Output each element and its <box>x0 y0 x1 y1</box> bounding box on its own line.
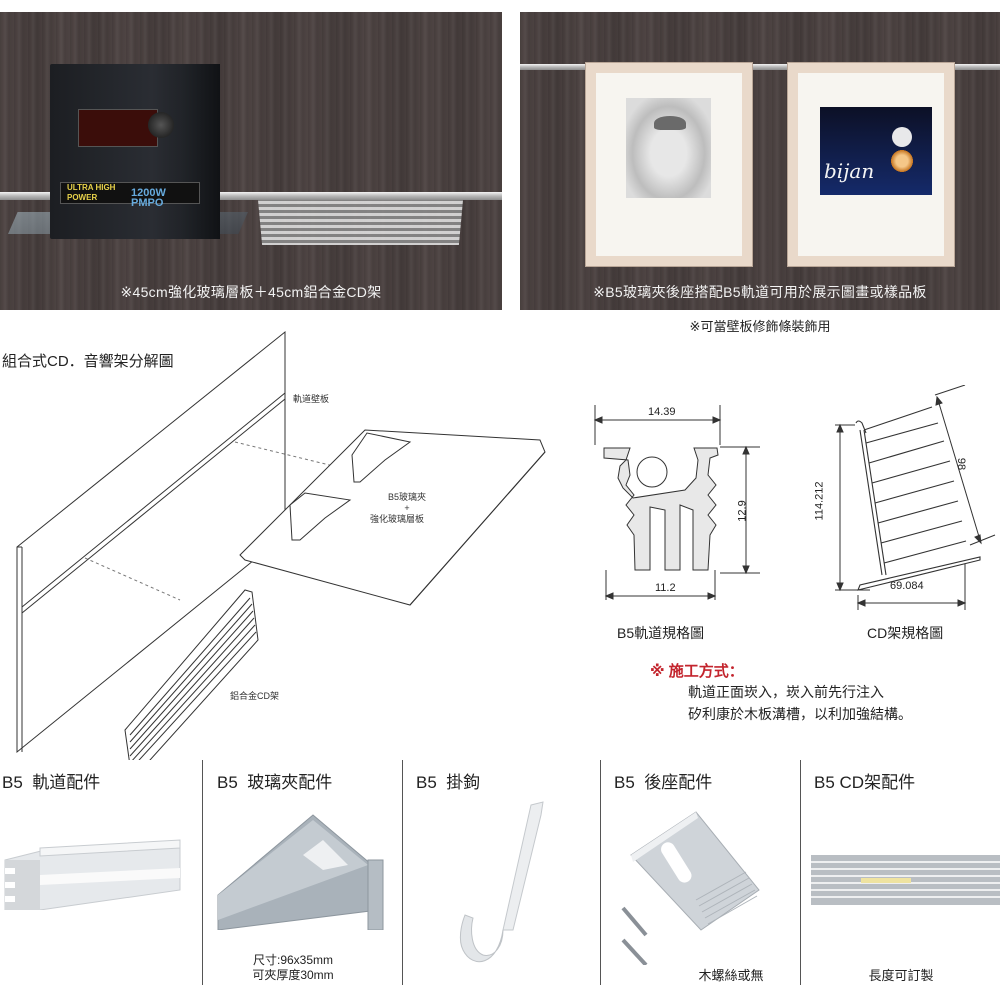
parts-row: B5 軌道配件 B5 玻璃夾配件 尺寸:96x35mm 可夾厚度30mm B5 … <box>0 760 1000 1000</box>
label-glass-clip: B5玻璃夾 + <box>387 492 426 513</box>
construction-line-1: 軌道正面崁入，崁入前先行注入 <box>688 684 884 700</box>
photo-caption-right: ※B5玻璃夾後座搭配B5軌道可用於展示圖畫或樣品板 <box>593 284 927 300</box>
cd-rack-part-image <box>811 855 1000 905</box>
cd-rack-spec-drawing <box>835 385 996 610</box>
cd-rack-note: 長度可訂製 <box>868 968 934 983</box>
label-alu-cd-rack: 鋁合金CD架 <box>230 691 279 701</box>
photo-caption-left: ※45cm強化玻璃層板＋45cm鋁合金CD架 <box>120 284 382 300</box>
rail-width-bottom: 11.2 <box>655 582 676 594</box>
photo-glass-shelf-cd-rack: ULTRA HIGH POWER 1200W PMPO ※45cm強化玻璃層板＋… <box>0 12 502 310</box>
exploded-view-title: 組合式CD．音響架分解圖 <box>2 353 174 370</box>
perfume-bottle <box>888 147 916 175</box>
cd-rack-width: 69.084 <box>890 580 924 592</box>
wall-rail <box>520 64 1000 70</box>
cd-rack-spec-title: CD架規格圖 <box>867 625 944 641</box>
portrait-photo <box>626 98 711 198</box>
cd-rack <box>258 200 463 245</box>
label-rail-wall-panel: 軌道壁板 <box>293 394 330 404</box>
exploded-view-diagram <box>16 330 546 760</box>
part-rail: B5 軌道配件 <box>0 760 200 985</box>
rail-width-top: 14.39 <box>648 406 676 418</box>
stereo-display <box>78 109 158 147</box>
rail-spec-drawing <box>593 405 760 600</box>
rail-part-image <box>4 839 181 910</box>
part-hook: B5 掛鉤 <box>403 760 600 985</box>
label-tempered-glass-shelf: 強化玻璃層板 <box>370 514 425 524</box>
construction-line-2: 矽利康於木板溝槽，以利加強結構。 <box>688 706 912 722</box>
cd-rack-height: 114.212 <box>813 481 826 521</box>
part-back-mount: B5 後座配件 木螺絲或無 <box>601 760 800 985</box>
part-glass-clip: B5 玻璃夾配件 尺寸:96x35mm 可夾厚度30mm <box>203 760 402 985</box>
glass-clip-note: 尺寸:96x35mm 可夾厚度30mm <box>252 953 334 982</box>
rail-height: 12.9 <box>736 500 749 522</box>
cd-rack-diagonal: 98 <box>955 457 968 471</box>
back-mount-part-image <box>621 811 760 965</box>
stereo-badge: ULTRA HIGH POWER 1200W PMPO <box>60 182 200 209</box>
stereo-system: ULTRA HIGH POWER 1200W PMPO <box>50 64 220 239</box>
decoration-note: ※可當壁板修飾條裝飾用 <box>689 319 831 334</box>
glass-clip-part-image <box>217 814 384 930</box>
part-cd-rack: B5 CD架配件 長度可訂製 <box>801 760 1000 985</box>
construction-heading: ※ 施工方式： <box>650 663 744 680</box>
hook-part-image <box>459 801 544 963</box>
construction-method: ※ 施工方式： 軌道正面崁入，崁入前先行注入 矽利康於木板溝槽，以利加強結構。 <box>650 660 912 725</box>
picture-frame-portrait <box>585 62 753 267</box>
picture-frame-ad: bijan <box>787 62 955 267</box>
rail-spec-title: B5軌道規格圖 <box>617 625 705 641</box>
back-mount-note: 木螺絲或無 <box>698 968 764 983</box>
stereo-knob <box>148 112 174 138</box>
perfume-ad: bijan <box>820 107 932 195</box>
wall-rail <box>0 192 502 200</box>
